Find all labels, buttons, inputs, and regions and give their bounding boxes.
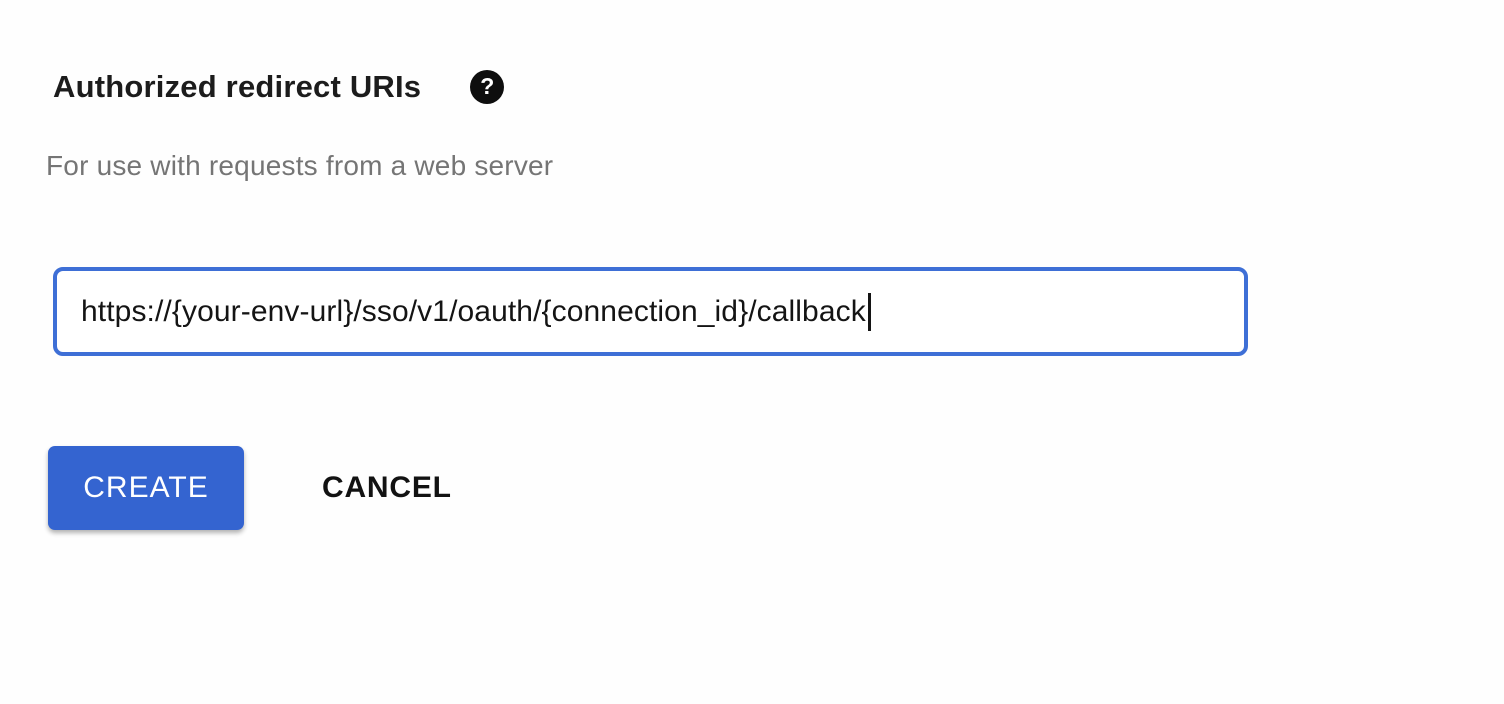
form-actions: CREATE CANCEL [48, 446, 464, 530]
text-caret [867, 292, 871, 331]
section-title: Authorized redirect URIs [53, 69, 422, 104]
cancel-button[interactable]: CANCEL [310, 461, 464, 515]
section-subtitle: For use with requests from a web server [46, 150, 554, 181]
redirect-uri-value: https://{your-env-url}/sso/v1/oauth/{con… [81, 294, 866, 328]
redirect-uri-input[interactable]: https://{your-env-url}/sso/v1/oauth/{con… [53, 267, 1248, 356]
section-header: Authorized redirect URIs ? [53, 68, 505, 106]
create-button[interactable]: CREATE [48, 446, 244, 530]
help-icon[interactable]: ? [470, 70, 505, 104]
help-icon-glyph: ? [480, 72, 495, 99]
